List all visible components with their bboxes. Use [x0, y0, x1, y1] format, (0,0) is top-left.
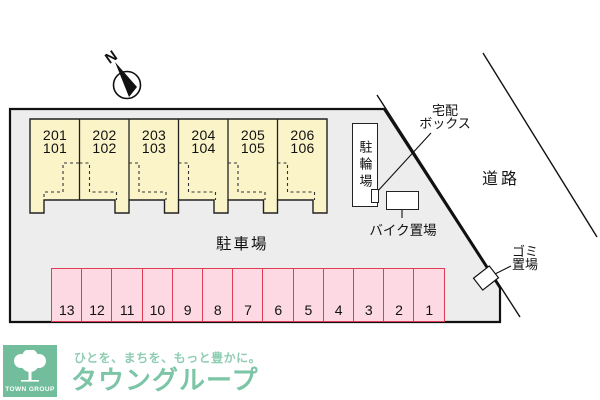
parking-space-1: 1	[413, 268, 446, 322]
entrance-path-dashes	[43, 162, 316, 200]
delivery-box-rect	[371, 189, 379, 203]
parking-space-13: 13	[51, 268, 83, 322]
road-label: 道路	[482, 171, 521, 188]
parking-space-12: 12	[81, 268, 113, 322]
parking-space-10: 10	[141, 268, 174, 322]
unit-divider-lines	[78, 119, 279, 200]
parking-space-5: 5	[292, 268, 325, 322]
parking-space-4: 4	[322, 268, 355, 322]
bike-parking-box	[386, 191, 419, 210]
carpark-label: 駐車場	[216, 236, 269, 253]
garbage-label: ゴミ 置場	[512, 244, 539, 272]
logo-text: TOWN GROUP	[5, 386, 55, 393]
brand-tagline: ひとを、まちを、もっと豊かに。	[74, 351, 262, 365]
bicycle-parking-box: 駐輪場	[352, 123, 378, 207]
delivery-box-label: 宅配 ボックス	[419, 103, 471, 131]
parking-space-6: 6	[262, 268, 295, 322]
company-name: タウングループ	[71, 365, 259, 395]
road-far-edge-line	[482, 52, 598, 238]
parking-space-11: 11	[111, 268, 143, 322]
bike-parking-label: バイク置場	[369, 223, 437, 238]
parking-space-8: 8	[202, 268, 234, 322]
tree-icon	[14, 350, 46, 382]
north-arrow	[112, 62, 142, 100]
parking-space-2: 2	[383, 268, 415, 322]
parking-space-9: 9	[171, 268, 204, 322]
parking-space-7: 7	[232, 268, 264, 322]
parking-spaces-row: 13 12 11 10 9 8 7 6 5 4 3 2 1	[51, 268, 446, 322]
parking-space-3: 3	[353, 268, 385, 322]
delivery-box-leader-line	[375, 132, 432, 194]
company-logo: TOWN GROUP	[3, 345, 57, 397]
garbage-station-box	[472, 265, 500, 291]
